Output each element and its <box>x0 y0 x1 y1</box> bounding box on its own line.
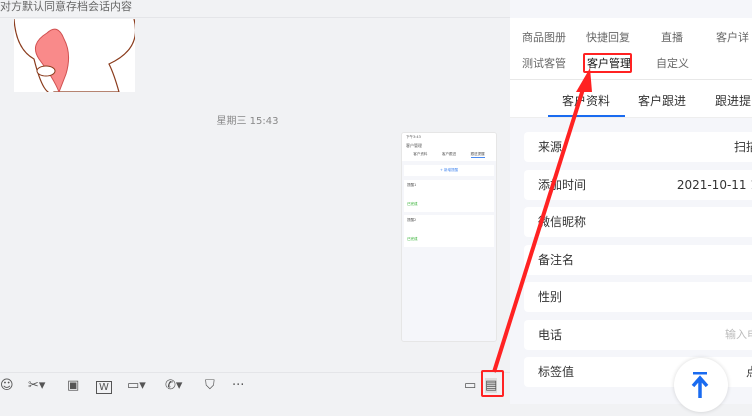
phone-icon[interactable]: ✆▾ <box>165 378 183 393</box>
subtab-profile[interactable]: 客户资料 <box>562 94 611 108</box>
field-gender[interactable]: 性别 <box>524 282 752 312</box>
phone-title: 客户管理 <box>406 143 422 148</box>
sub-tabs: 客户资料 客户跟进 跟进提 <box>510 80 752 118</box>
phone-tab: 客户跟进 <box>441 152 456 156</box>
highlight-box <box>583 53 632 73</box>
arrow-up-icon <box>691 372 709 398</box>
tab-live[interactable]: 直播 <box>661 31 683 44</box>
red-packet-icon[interactable]: ⛉ <box>205 378 215 393</box>
tab-custom[interactable]: 自定义 <box>656 57 689 70</box>
emoji-icon[interactable]: ☺ <box>0 378 14 393</box>
tab-product-album[interactable]: 商品图册 <box>522 31 566 44</box>
field-wechat-nickname[interactable]: 微信昵称 <box>524 207 752 237</box>
screen-share-icon[interactable]: ▭ <box>464 378 477 393</box>
customer-sidebar: 商品图册 快捷回复 直播 客户详 测试客管 客户管理 自定义 客户资料 客户跟进… <box>510 0 752 404</box>
scissors-icon[interactable]: ✂▾ <box>28 378 46 393</box>
chat-panel: 对方默认同意存档会话内容 星期三 15:43 下午3:43 客户管理 客户资料 … <box>0 0 510 400</box>
tab-customer-detail[interactable]: 客户详 <box>716 31 749 44</box>
sidebar-toggle-icon[interactable]: ▤ <box>485 378 498 393</box>
annotation-arrow <box>492 68 592 373</box>
active-tab-indicator <box>548 115 625 117</box>
subtab-reminder[interactable]: 跟进提 <box>715 94 752 108</box>
folder-icon[interactable]: ▭▾ <box>127 378 146 393</box>
phone-tab: 客户资料 <box>413 152 428 156</box>
archive-notice: 对方默认同意存档会话内容 <box>0 0 510 18</box>
word-file-icon[interactable]: W <box>96 381 112 394</box>
input-toolbar: ☺ ✂▾ ▣ W ▭▾ ✆▾ ⛉ ··· ▭ ▤ <box>0 372 510 400</box>
subtab-follow-up[interactable]: 客户跟进 <box>638 94 687 108</box>
phone-status-time: 下午3:43 <box>406 135 421 139</box>
image-icon[interactable]: ▣ <box>67 378 80 393</box>
field-remark-name[interactable]: 备注名 <box>524 245 752 275</box>
field-phone[interactable]: 电话输入电 <box>524 320 752 350</box>
phone-add-reminder: + 新增提醒 <box>404 165 494 176</box>
message-timestamp: 星期三 15:43 <box>216 116 279 127</box>
tab-quick-reply[interactable]: 快捷回复 <box>586 31 630 44</box>
more-icon[interactable]: ··· <box>232 378 245 393</box>
sticker-image[interactable] <box>14 19 135 92</box>
phone-tab: 跟进提醒 <box>470 152 485 158</box>
tab-test[interactable]: 测试客管 <box>522 57 566 70</box>
tab-customer-management[interactable]: 客户管理 <box>587 57 631 70</box>
back-to-top-button[interactable] <box>674 358 728 412</box>
